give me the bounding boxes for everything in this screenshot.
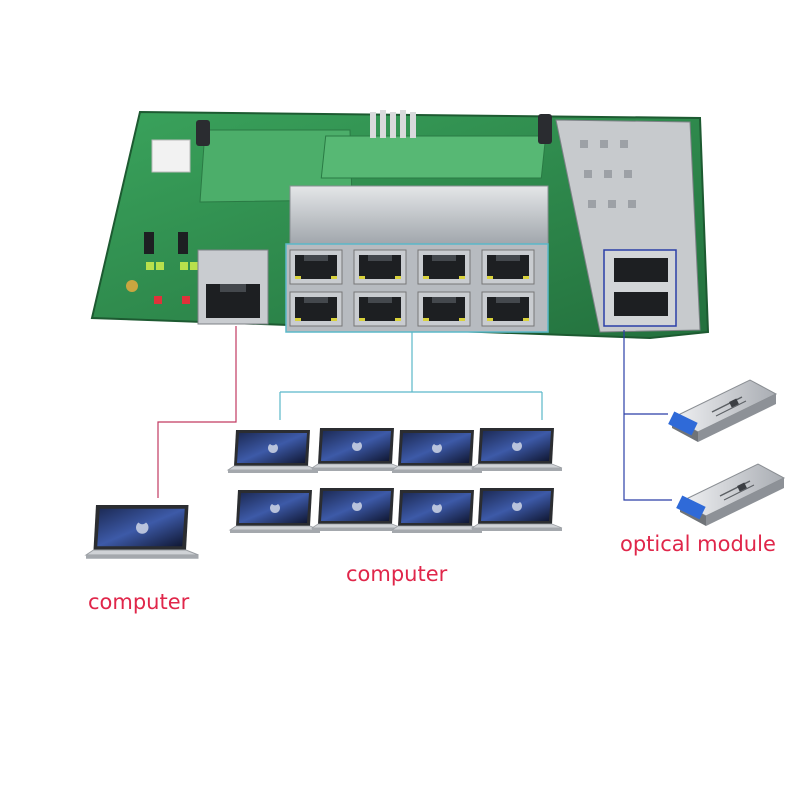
network-switch-board-icon xyxy=(90,110,710,340)
laptop-icon xyxy=(471,427,563,472)
laptop-computer-left xyxy=(85,504,200,560)
laptop-icon xyxy=(85,504,200,560)
sfp-optical-module-icon xyxy=(675,463,785,527)
computer-label-center: computer xyxy=(346,562,448,586)
optical-module-label: optical module xyxy=(620,532,776,556)
laptop-icon xyxy=(391,429,483,474)
laptop-icon xyxy=(391,489,483,534)
laptop-grid xyxy=(227,427,563,534)
sfp-optical-module-icon xyxy=(667,379,777,443)
laptop-icon xyxy=(227,429,319,474)
laptop-icon xyxy=(311,487,403,532)
laptop-icon xyxy=(229,489,321,534)
connector-lines xyxy=(157,326,672,501)
laptop-icon xyxy=(471,487,563,532)
computer-label-left: computer xyxy=(88,590,190,614)
laptop-icon xyxy=(311,427,403,472)
